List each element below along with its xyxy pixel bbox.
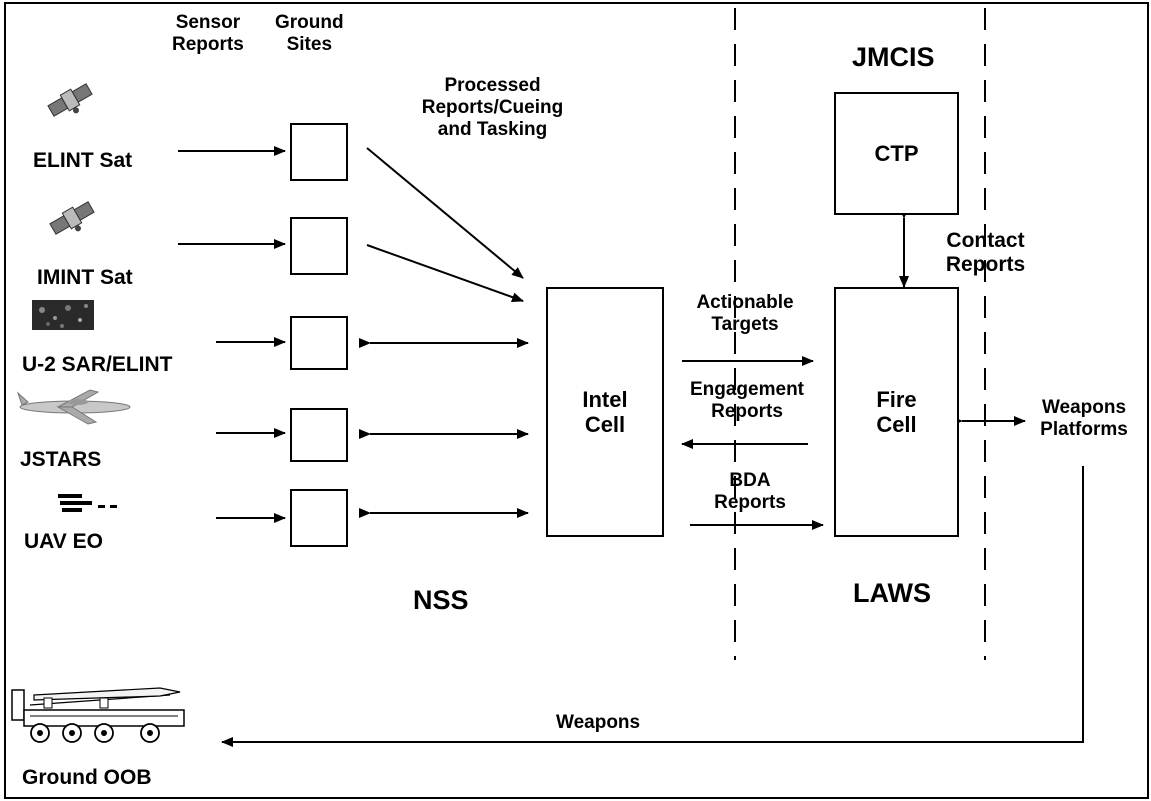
nss-label: NSS [413,585,469,615]
missile-launcher-truck-icon [11,687,185,743]
satellite-icon [49,201,95,235]
engagement-reports-label: Engagement Reports [689,379,805,422]
weapons-label: Weapons [556,712,641,733]
weapons-platforms-label: Weapons Platforms [1040,397,1128,440]
sensor-label-uav-eo: UAV EO [24,530,103,553]
processed-reports-label: Processed Reports/Cueing and Tasking [421,75,564,140]
sensor-arrows [178,146,286,523]
sensor-label-imint-sat: IMINT Sat [37,266,133,289]
bda-reports-label: BDA Reports [714,470,786,513]
cell-arrows [681,207,1026,530]
ground-oob-label: Ground OOB [22,766,152,789]
sar-image-icon [32,300,94,330]
site-to-intel-arrows [359,147,529,518]
sensor-label-u2: U-2 SAR/ELINT [22,353,173,376]
intel-cell-box: Intel Cell [546,287,664,537]
jmcis-label: JMCIS [852,42,935,72]
aircraft-icon [16,389,131,425]
intel-cell-label: Intel Cell [582,386,628,437]
ctp-label: CTP [874,140,919,166]
arrow-icon [366,147,524,279]
outer-frame [4,2,1149,799]
satellite-icon [47,83,93,117]
actionable-targets-label: Actionable Targets [696,292,794,335]
uav-icon [58,494,117,512]
ground-site-box [290,316,348,370]
ground-site-box [290,489,348,547]
fire-cell-label: Fire Cell [876,386,917,437]
ground-sites-header: Ground Sites [275,12,344,55]
sensor-label-jstars: JSTARS [20,448,102,471]
sensor-reports-header: Sensor Reports [172,12,244,55]
fire-cell-box: Fire Cell [834,287,959,537]
ground-site-box [290,408,348,462]
contact-reports-label: Contact Reports [945,229,1026,277]
arrow-icon [366,244,524,302]
ground-site-box [290,217,348,275]
sensor-label-elint-sat: ELINT Sat [33,149,133,172]
ground-site-box [290,123,348,181]
laws-label: LAWS [853,578,931,608]
ctp-box: CTP [834,92,959,215]
weapons-path-arrow [221,466,1084,747]
